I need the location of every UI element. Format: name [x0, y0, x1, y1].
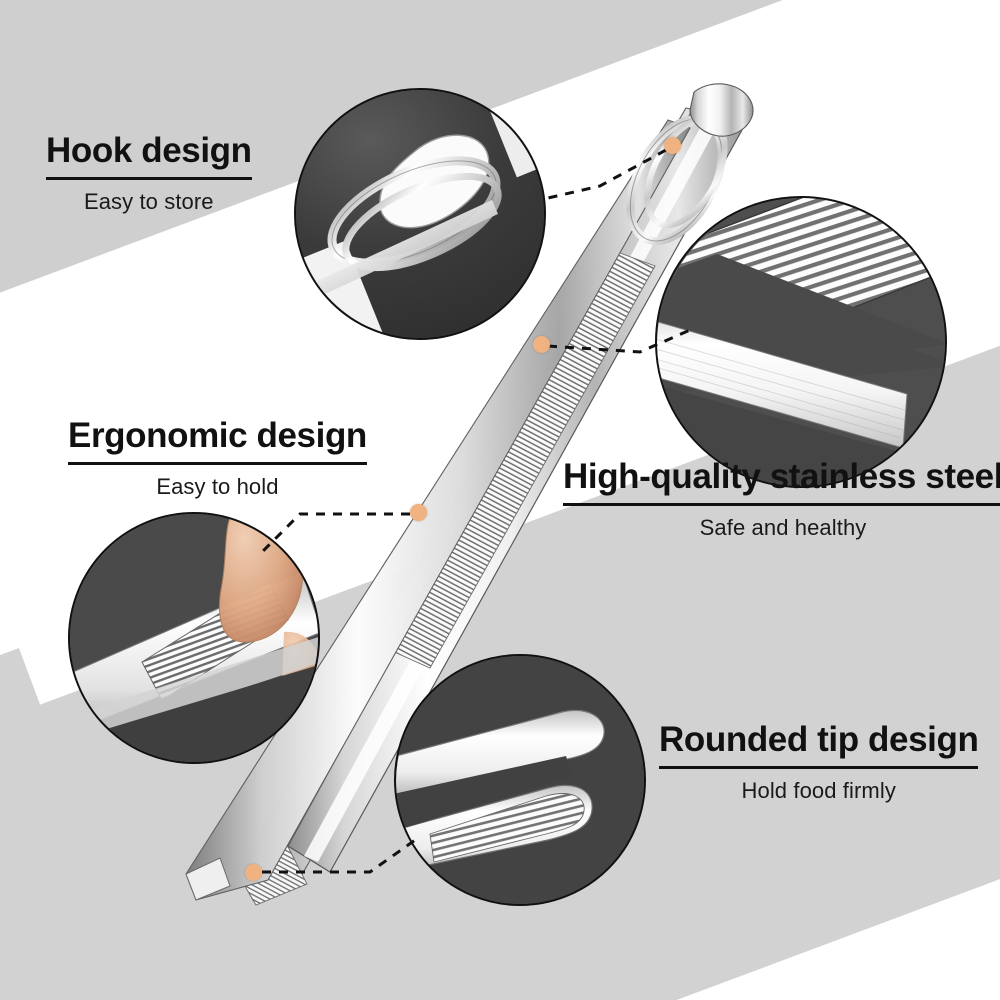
feature-rule-ergonomic: [68, 461, 367, 465]
steel-photo-content: [657, 198, 945, 486]
tong-top-paddle: [689, 83, 754, 137]
ergonomic-grip-photo: [68, 512, 320, 764]
hook-photo-content: [306, 134, 502, 300]
feature-title-steel: High-quality stainless steel: [563, 457, 1000, 496]
tip-photo-content: [396, 656, 644, 904]
marker-dot-hook[interactable]: [664, 137, 681, 154]
feature-rule-tip: [659, 765, 979, 769]
connector-tip: [262, 836, 419, 874]
connector-hook: [547, 148, 667, 200]
rounded-tip-photo: [394, 654, 646, 906]
feature-title-tip: Rounded tip design: [659, 720, 979, 759]
feature-title-ergonomic: Ergonomic design: [68, 416, 367, 455]
hook-detail-photo: [294, 88, 546, 340]
serrated-texture-photo: [655, 196, 947, 488]
feature-label-ergonomic: Ergonomic design Easy to hold: [68, 416, 367, 500]
connector-steel: [547, 328, 691, 354]
feature-label-steel: High-quality stainless steel Safe and he…: [563, 457, 1000, 541]
marker-dot-steel[interactable]: [533, 336, 550, 353]
ergo-photo-content: [70, 514, 318, 762]
feature-subtitle-steel: Safe and healthy: [699, 514, 867, 540]
marker-dot-tip[interactable]: [245, 864, 262, 881]
feature-label-hook: Hook design Easy to store: [46, 131, 252, 215]
connector-ergonomic: [256, 512, 410, 558]
marker-dot-ergonomic[interactable]: [410, 504, 427, 521]
feature-subtitle-ergonomic: Easy to hold: [156, 473, 279, 499]
feature-subtitle-tip: Hold food firmly: [741, 777, 896, 803]
feature-subtitle-hook: Easy to store: [83, 188, 214, 214]
feature-rule-steel: [563, 502, 1000, 506]
feature-label-tip: Rounded tip design Hold food firmly: [659, 720, 979, 804]
feature-rule-hook: [46, 176, 252, 180]
feature-title-hook: Hook design: [46, 131, 252, 170]
